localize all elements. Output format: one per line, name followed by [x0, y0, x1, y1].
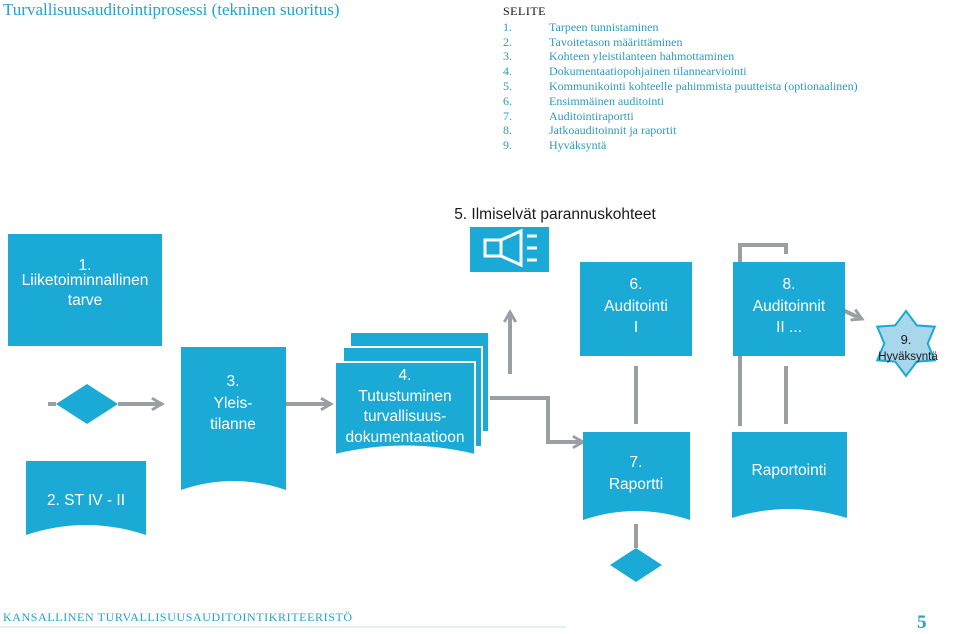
- legend-item-text: Jatkoauditoinnit ja raportit: [549, 123, 677, 138]
- legend-item: 8. Jatkoauditoinnit ja raportit: [503, 123, 858, 138]
- end-diamond: [610, 548, 662, 582]
- step-4-line-2: turvallisuus-: [364, 408, 447, 425]
- legend-item-number: 5.: [503, 78, 512, 93]
- legend-item-number: 9.: [503, 138, 512, 153]
- step-2-label: 2. ST IV - II: [47, 492, 125, 509]
- legend-item-text: Dokumentaatiopohjainen tilannearviointi: [549, 64, 747, 79]
- legend-item: 2. Tavoitetason määrittäminen: [503, 35, 858, 50]
- step-6-number: 6.: [630, 276, 643, 293]
- legend-item-text: Kohteen yleistilanteen hahmottaminen: [549, 49, 735, 64]
- step-1-number: 1.: [79, 257, 92, 274]
- legend-item-text: Ensimmäinen auditointi: [549, 93, 664, 108]
- step-6-box: [580, 262, 692, 356]
- legend-item-number: 4.: [503, 64, 512, 79]
- step-5-label: 5. Ilmiselvät parannuskohteet: [454, 206, 656, 223]
- connector-arrow: [489, 396, 586, 450]
- legend-item-number: 6.: [503, 93, 512, 108]
- step-8-line-2: II ...: [776, 319, 802, 336]
- reporting-label: Raportointi: [752, 462, 827, 479]
- step-7-number: 7.: [630, 454, 643, 471]
- step-5-box: [470, 227, 549, 272]
- reporting-document: [732, 432, 847, 518]
- step-6-line-2: I: [634, 319, 638, 336]
- step-4-line-3: dokumentaatioon: [346, 429, 465, 446]
- approval-star-icon: [875, 309, 937, 378]
- legend: SELITE 1. Tarpeen tunnistaminen 2. Tavoite…: [503, 4, 858, 153]
- step-7-line-1: Raportti: [609, 476, 663, 493]
- legend-item: 4. Dokumentaatiopohjainen tilannearvioint…: [503, 64, 858, 79]
- legend-item: 5. Kommunikointi kohteelle pahimmista puu…: [503, 79, 858, 94]
- step-1-line-1: Liiketoiminnallinen: [22, 272, 149, 289]
- step-6-line-1: Auditointi: [604, 298, 668, 315]
- legend-item-text: Kommunikointi kohteelle pahimmista puutt…: [549, 78, 858, 93]
- legend-heading: SELITE: [503, 4, 546, 18]
- step-4-document-front: [334, 361, 476, 457]
- legend-item: 7. Auditointiraportti: [503, 109, 858, 124]
- legend-item-text: Tarpeen tunnistaminen: [549, 19, 659, 34]
- step-8-box: [733, 262, 845, 356]
- decision-diamond: [56, 384, 118, 424]
- legend-item-text: Auditointiraportti: [549, 108, 634, 123]
- legend-item: 1. Tarpeen tunnistaminen: [503, 20, 858, 35]
- step-4-line-1: Tutustuminen: [358, 388, 451, 405]
- step-7-document: [583, 432, 690, 520]
- legend-item: 3. Kohteen yleistilanteen hahmottaminen: [503, 49, 858, 64]
- step-3-line-2: tilanne: [210, 416, 256, 433]
- step-1-box: [8, 234, 162, 346]
- legend-item-text: Hyväksyntä: [549, 138, 607, 153]
- legend-item-number: 8.: [503, 123, 512, 138]
- step-2-document: [26, 461, 146, 535]
- footer-text: KANSALLINEN TURVALLISUUSAUDITOINTIKRITEE…: [3, 610, 353, 624]
- step-8-line-1: Auditoinnit: [753, 298, 826, 315]
- step-4-number: 4.: [399, 367, 412, 384]
- legend-item: 9. Hyväksyntä: [503, 138, 858, 153]
- step-9-label: Hyväksyntä: [878, 351, 938, 363]
- legend-item-number: 2.: [503, 34, 512, 49]
- legend-item-text: Tavoitetason määrittäminen: [549, 34, 683, 49]
- step-3-document: [181, 347, 286, 490]
- legend-item-number: 7.: [503, 108, 512, 123]
- legend-item: 6. Ensimmäinen auditointi: [503, 94, 858, 109]
- step-3-line-1: Yleis-: [214, 395, 253, 412]
- legend-item-number: 1.: [503, 19, 512, 34]
- megaphone-icon: [483, 228, 537, 268]
- page-title: Turvallisuusauditointiprosessi (tekninen…: [3, 0, 340, 19]
- step-9-number: 9.: [901, 332, 912, 347]
- step-1-line-2: tarve: [68, 292, 102, 309]
- step-3-number: 3.: [227, 373, 240, 390]
- step-8-number: 8.: [783, 276, 796, 293]
- page-number: 5: [917, 612, 927, 633]
- legend-item-number: 3.: [503, 49, 512, 64]
